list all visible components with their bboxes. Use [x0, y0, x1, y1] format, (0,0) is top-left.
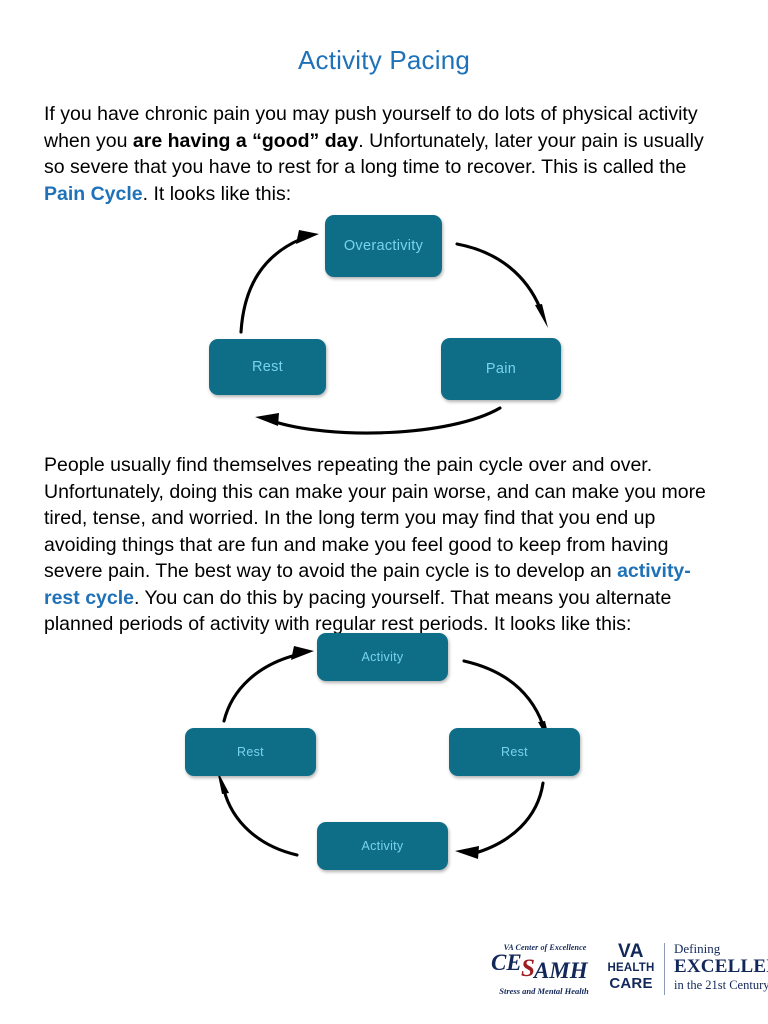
activity-rest-cycle-diagram: Activity Rest Activity Rest — [0, 615, 768, 890]
paragraph-2-segment-3: . You can do this by pacing yourself. Th… — [44, 586, 672, 636]
cesamh-wordmark-ce: CE — [491, 950, 522, 975]
cesamh-wordmark-s: S — [521, 955, 535, 982]
term-pain-cycle: Pain Cycle — [44, 182, 143, 205]
arrow-activity-bottom-to-rest-left — [222, 788, 299, 857]
node-activity-top: Activity — [317, 633, 448, 681]
intro-paragraph: If you have chronic pain you may push yo… — [44, 101, 722, 207]
defining-excellence-line-defining: Defining — [674, 941, 721, 956]
arrow-rest-to-overactivity — [239, 237, 303, 334]
node-rest-left: Rest — [185, 728, 316, 776]
paragraph-1-segment-3: . Unfortunately, later your pain is usua… — [44, 129, 704, 179]
arrowhead-overactivity-to-pain — [535, 304, 548, 328]
page-title: Activity Pacing — [297, 45, 471, 75]
va-health-care-logo: VA HEALTH CARE — [604, 942, 658, 997]
arrow-activity-top-to-rest-right — [462, 659, 545, 727]
va-logo-line-care: CARE — [609, 975, 653, 992]
defining-excellence-line-excellence: EXCELLENCE — [674, 956, 768, 977]
node-rest-right-label: Rest — [501, 745, 528, 759]
footer-logo-group: VA Center of Excellence CE S AMH Stress … — [484, 938, 768, 1000]
paragraph-1-bold-good-day: are having a “good” day — [132, 129, 359, 152]
node-pain: Pain — [441, 338, 561, 400]
defining-excellence-line-century: in the 21st Century — [674, 978, 768, 992]
node-activity-bottom-label: Activity — [361, 839, 404, 853]
arrowhead-rest-right-to-activity-bottom — [455, 846, 479, 859]
node-rest-label: Rest — [251, 359, 283, 375]
node-rest: Rest — [209, 339, 326, 395]
paragraph-1-segment-1: If you have chronic pain you may push yo… — [44, 103, 698, 152]
arrowhead-rest-to-overactivity — [296, 230, 319, 244]
node-activity-bottom: Activity — [317, 822, 448, 870]
va-logo-line-va: VA — [618, 941, 644, 962]
arrowhead-rest-left-to-activity-top — [291, 646, 314, 660]
node-pain-label: Pain — [485, 361, 517, 377]
node-rest-left-label: Rest — [237, 745, 264, 759]
arrow-pain-to-rest — [270, 406, 502, 435]
cesamh-logo: VA Center of Excellence CE S AMH Stress … — [484, 938, 604, 1000]
arrow-overactivity-to-pain — [455, 242, 542, 310]
node-overactivity: Overactivity — [325, 215, 442, 277]
pacing-paragraph: People usually find themselves repeating… — [44, 452, 722, 638]
pain-cycle-diagram: Overactivity Pain Rest — [0, 205, 768, 440]
arrow-rest-left-to-activity-top — [222, 653, 298, 723]
defining-excellence-logo: Defining EXCELLENCE in the 21st Century — [674, 941, 768, 993]
paragraph-2-segment-1: People usually find themselves repeating… — [44, 454, 706, 582]
term-activity-rest-cycle: activity-rest cycle — [44, 560, 691, 609]
cesamh-tagline-bottom: Stress and Mental Health — [499, 986, 589, 996]
cesamh-tagline-top: VA Center of Excellence — [503, 943, 587, 952]
node-rest-right: Rest — [449, 728, 580, 776]
node-activity-top-label: Activity — [361, 650, 404, 664]
va-logo-line-health: HEALTH — [607, 962, 655, 974]
logo-divider — [664, 943, 665, 995]
cesamh-wordmark: CE S AMH — [484, 951, 604, 983]
node-overactivity-label: Overactivity — [343, 238, 424, 254]
arrowhead-pain-to-rest — [255, 413, 279, 426]
paragraph-1-segment-5: . It looks like this: — [142, 182, 292, 205]
cesamh-wordmark-amh: AMH — [534, 958, 588, 983]
arrow-rest-right-to-activity-bottom — [470, 781, 545, 856]
